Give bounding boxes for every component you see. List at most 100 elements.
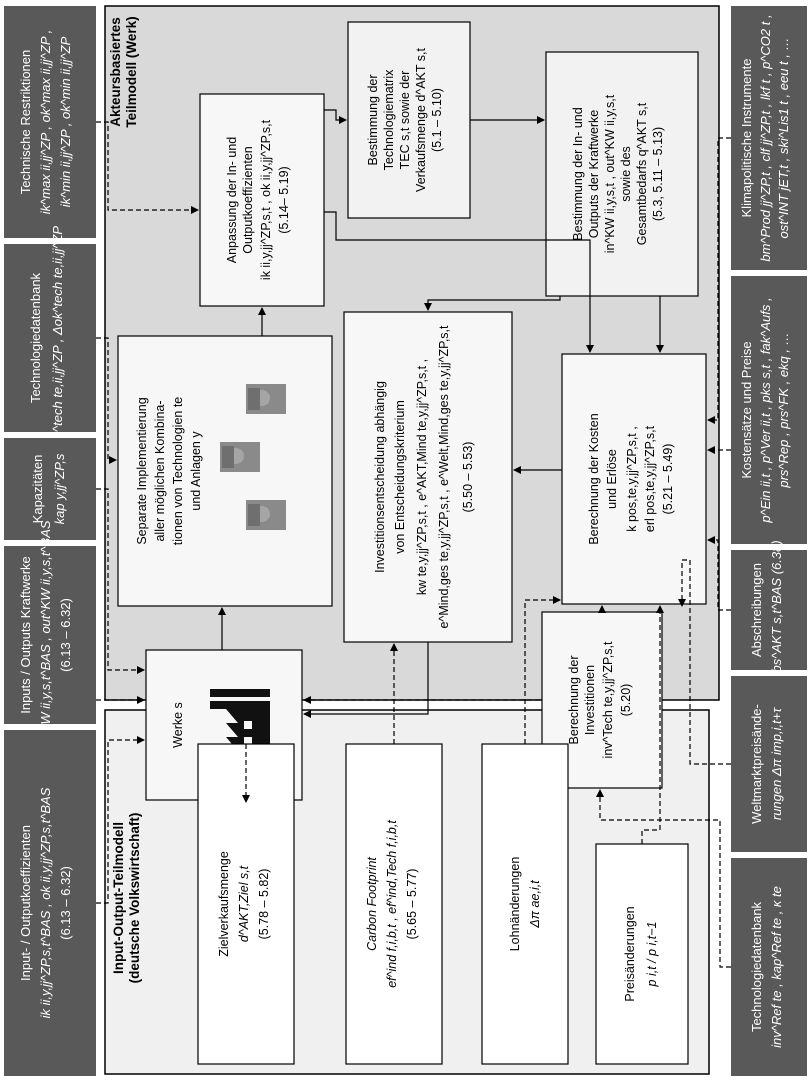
- right-box-3-line-1: Abschreibungen: [749, 563, 764, 657]
- dashed-technologiedatenbank-to-separate: [96, 337, 117, 464]
- io-model-title: Input-Output-Teilmodell (deutsche Volksw…: [111, 813, 142, 984]
- svg-text:(5.14– 5.19): (5.14– 5.19): [277, 166, 291, 233]
- box-werke: Werke s: [145, 649, 303, 801]
- right-box-2-line-2: p^Ein ii,t , p^Ver ii,t , pks s,t , fak^…: [758, 297, 773, 523]
- left-box-4-line-3: (6.13 – 6.32): [58, 598, 73, 672]
- box-preisaenderungen: Preisänderungen p i,t / p i,t−1: [595, 843, 689, 1065]
- arrow-anpassung-to-tec: [324, 109, 347, 124]
- left-box-2-line-1: Technologiedatenbank: [28, 272, 43, 403]
- box-investitionsentscheidung: Investitionsentscheidung abhängig von En…: [343, 311, 513, 643]
- arrow-invest-to-werke: [303, 642, 429, 718]
- svg-text:und Anlagen y: und Anlagen y: [189, 431, 203, 511]
- left-box-1-line-3: ik^min ii,jj^ZP , ok^min ii,jj^ZP: [58, 36, 73, 207]
- left-box-5-line-1: Input- / Outputkoeffizienten: [18, 825, 33, 981]
- svg-text:Δπ ae,i,t: Δπ ae,i,t: [528, 880, 542, 929]
- svg-text:Bestimmung der: Bestimmung der: [366, 74, 380, 165]
- right-box-4-line-1: Weltmarktpreisände-: [749, 704, 764, 824]
- svg-text:d^AKT,Ziel s,t: d^AKT,Ziel s,t: [237, 865, 251, 942]
- box-technologiematrix: Bestimmung der Technologiematrix TEC s,t…: [347, 21, 471, 219]
- svg-text:(5.1 – 5.10): (5.1 – 5.10): [430, 88, 444, 152]
- svg-text:(deutsche Volkswirtschaft): (deutsche Volkswirtschaft): [127, 813, 142, 984]
- left-box-4-line-1: Inputs / Outputs Kraftwerke: [18, 556, 33, 714]
- right-box-technologiedatenbank-inv: Technologiedatenbank inv^Ref te , kap^Re…: [731, 858, 807, 1076]
- dashed-koeffizienten-to-werke: [96, 736, 145, 904]
- svg-text:Investitionen: Investitionen: [583, 665, 597, 735]
- svg-text:Carbon Footprint: Carbon Footprint: [365, 857, 379, 951]
- svg-text:Berechnung der: Berechnung der: [567, 656, 581, 745]
- left-box-2-line-2: Δik^tech te,ii,jj^ZP , Δok^tech te,ii,jj…: [50, 226, 65, 451]
- right-box-1-line-2: bm^Prod jj^ZP,t , clf jj^ZP,t , lkf t , …: [758, 14, 773, 261]
- svg-text:Verkaufsmenge d^AKT s,t: Verkaufsmenge d^AKT s,t: [414, 48, 428, 192]
- dashed-abschreibungen-to-kosten: [707, 536, 731, 611]
- svg-text:Technologiematrix: Technologiematrix: [382, 69, 396, 170]
- box-kosten-erloese: Berechnung der Kosten und Erlöse k pos,t…: [561, 353, 707, 605]
- werk-model-title: Akteursbasiertes Teilmodell (Werk): [108, 16, 139, 127]
- svg-text:tionen von Technologien te: tionen von Technologien te: [171, 397, 185, 546]
- arrows-dashed: [96, 121, 731, 968]
- left-box-technische-restriktionen: Technische Restriktionen ik^max ii,jj^ZP…: [4, 6, 96, 238]
- svg-text:inv^Tech te,y,jj^ZP,s,t: inv^Tech te,y,jj^ZP,s,t: [601, 641, 615, 758]
- right-box-klimapolitische-instrumente: Klimapolitische Instrumente bm^Prod jj^Z…: [731, 6, 807, 270]
- left-box-1-line-1: Technische Restriktionen: [18, 50, 33, 195]
- svg-text:Outputs der Kraftwerke: Outputs der Kraftwerke: [587, 110, 601, 239]
- dashed-weltmarkt-to-kosten: [678, 559, 731, 765]
- left-box-1-line-2: ik^max ii,jj^ZP , ok^max ii,jj^ZP ,: [38, 30, 53, 215]
- right-box-5-line-1: Technologiedatenbank: [749, 901, 764, 1032]
- svg-text:Werke s: Werke s: [171, 702, 185, 748]
- left-box-4-line-2: in^KW ii,y,s,t^BAS , out^KW ii,y,s,t^BAS: [38, 520, 53, 749]
- left-box-3-line-2: kap y,jj^ZP,s: [52, 453, 67, 524]
- svg-text:TEC s,t sowie der: TEC s,t sowie der: [398, 71, 412, 170]
- dashed-lohn-to-kosten: [524, 596, 561, 744]
- right-box-5-line-2: inv^Ref te , kap^Ref te , κ te: [769, 886, 784, 1048]
- svg-text:(5.3, 5.11 – 5.13): (5.3, 5.11 – 5.13): [651, 127, 665, 221]
- dashed-techdb-to-investitionen: [596, 789, 731, 968]
- arrows-solid: [218, 109, 664, 718]
- left-box-technologiedatenbank: Technologiedatenbank Δik^tech te,ii,jj^Z…: [4, 226, 96, 451]
- svg-text:Bestimmung der In- und: Bestimmung der In- und: [571, 107, 585, 240]
- dashed-preis-to-kosten: [641, 605, 664, 844]
- right-box-kostensaetze-preise: Kostensätze und Preise p^Ein ii,t , p^Ve…: [731, 276, 807, 544]
- svg-text:Berechnung der Kosten: Berechnung der Kosten: [587, 413, 601, 544]
- right-box-weltmarktpreisaenderungen: Weltmarktpreisände- rungen Δπ imp,i,t+τ: [731, 676, 807, 852]
- svg-text:und Erlöse: und Erlöse: [605, 449, 619, 509]
- svg-text:sowie des: sowie des: [619, 146, 633, 202]
- svg-text:erl pos,te,y,jj^ZP,s,t: erl pos,te,y,jj^ZP,s,t: [643, 425, 657, 532]
- box-separate-implementierung: Separate Implementierung aller möglichen…: [117, 335, 333, 607]
- svg-text:(5.78 – 5.82): (5.78 – 5.82): [257, 869, 271, 940]
- dashed-klima-to-kosten: [707, 137, 731, 424]
- worker-figures-icon: [220, 384, 286, 530]
- svg-text:(5.65 – 5.77): (5.65 – 5.77): [405, 869, 419, 940]
- box-carbon-footprint: Carbon Footprint ef^ind f,i,b,t , ef^ind…: [345, 743, 443, 1065]
- svg-text:Gesamtbedarfs q^AKT s,t: Gesamtbedarfs q^AKT s,t: [635, 102, 649, 245]
- svg-text:in^KW ii,y,s,t , out^KW ii,y,s: in^KW ii,y,s,t , out^KW ii,y,s,t: [603, 94, 617, 253]
- svg-text:Lohnänderungen: Lohnänderungen: [508, 857, 522, 952]
- svg-text:(5.50 – 5.53): (5.50 – 5.53): [461, 442, 475, 513]
- right-box-2-line-1: Kostensätze und Preise: [739, 341, 754, 478]
- arrow-kraftwerke-to-invest: [424, 296, 561, 311]
- dashed-kapazitaeten-to-werke: [96, 488, 145, 674]
- svg-text:ef^ind f,i,b,t , ef^ind,Tech f: ef^ind f,i,b,t , ef^ind,Tech f,i,b,t: [385, 820, 399, 988]
- box-anpassung-koeffizienten: Anpassung der In- und Outputkoeffiziente…: [199, 93, 325, 307]
- svg-text:(5.21 – 5.49): (5.21 – 5.49): [661, 444, 675, 515]
- box-investitionen-berechnung: Berechnung der Investitionen inv^Tech te…: [541, 611, 663, 789]
- svg-text:ik ii,y,jj^ZP,s,t , ok ii,y,jj: ik ii,y,jj^ZP,s,t , ok ii,y,jj^ZP,s,t: [259, 119, 273, 280]
- right-box-4-line-2: rungen Δπ imp,i,t+τ: [769, 707, 784, 820]
- svg-text:p i,t / p i,t−1: p i,t / p i,t−1: [645, 922, 659, 988]
- svg-text:Input-Output-Teilmodell: Input-Output-Teilmodell: [111, 822, 126, 974]
- left-box-3-line-1: Kapazitäten: [30, 455, 45, 524]
- box-kraftwerke-bestimmung: Bestimmung der In- und Outputs der Kraft…: [545, 51, 699, 297]
- svg-text:Teilmodell (Werk): Teilmodell (Werk): [124, 16, 139, 127]
- svg-text:Preisänderungen: Preisänderungen: [623, 906, 637, 1001]
- right-box-2-line-3: prs^Rep , prs^FK , ekq , …: [776, 332, 791, 488]
- right-box-1-line-1: Klimapolitische Instrumente: [739, 59, 754, 218]
- svg-text:Separate Implementierung: Separate Implementierung: [135, 397, 149, 544]
- svg-text:e^Mind,ges te,y,jj^ZP,s,t , e^: e^Mind,ges te,y,jj^ZP,s,t , e^Welt,Mind,…: [437, 325, 451, 628]
- svg-text:Zielverkaufsmenge: Zielverkaufsmenge: [217, 851, 231, 957]
- left-box-5-line-3: (6.13 – 6.32): [58, 866, 73, 940]
- right-box-abschreibungen: Abschreibungen abs^AKT s,t^BAS (6.38): [731, 540, 807, 680]
- svg-text:Akteursbasiertes: Akteursbasiertes: [108, 17, 123, 127]
- svg-text:aller möglichen Kombina-: aller möglichen Kombina-: [153, 400, 167, 541]
- svg-text:Investitionsentscheidung abhän: Investitionsentscheidung abhängig: [373, 381, 387, 573]
- dashed-restriktionen-to-anpassung: [96, 121, 199, 214]
